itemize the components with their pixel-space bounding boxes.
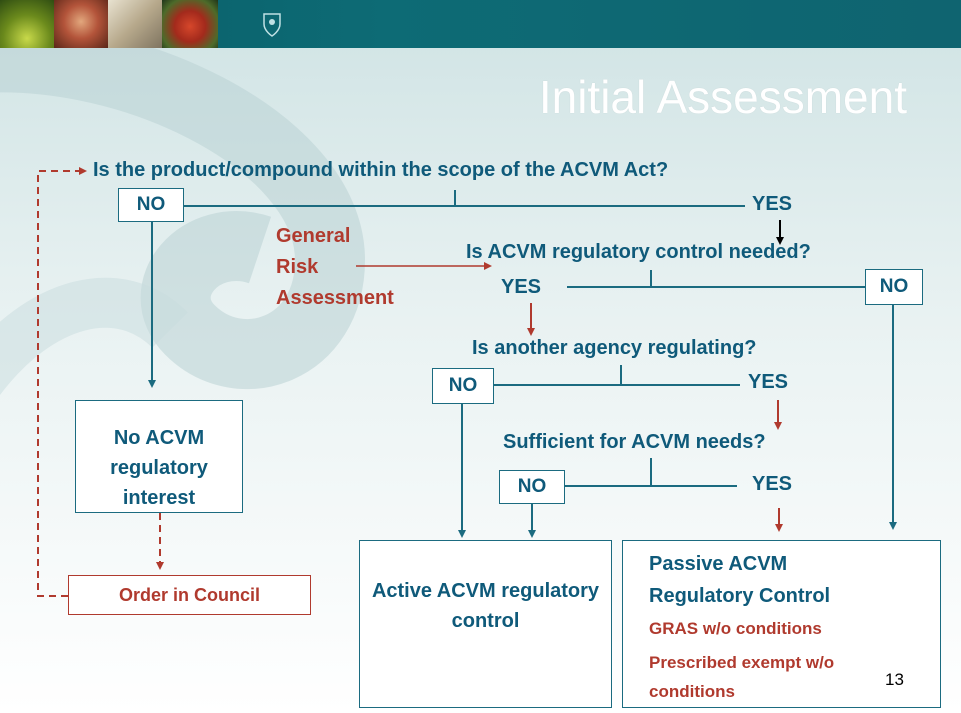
passive-label-line1: Passive ACVM <box>649 553 788 575</box>
active-control-box: Active ACVM regulatory control <box>359 540 612 708</box>
kiwifruit-photo <box>0 0 54 48</box>
risk-label-line1: General <box>276 225 351 247</box>
page-number: 13 <box>885 670 904 689</box>
q3-no-box: NO <box>432 368 494 404</box>
documents-photo <box>108 0 162 48</box>
q2-no-box: NO <box>865 269 923 305</box>
order-in-council-box: Order in Council <box>68 575 311 615</box>
q1-no-label: NO <box>136 194 166 215</box>
question-control-needed: Is ACVM regulatory control needed? <box>466 241 811 263</box>
passive-label-line2: Regulatory Control <box>649 585 831 607</box>
passive-gras-label: GRAS w/o conditions <box>649 619 822 638</box>
order-in-council-label: Order in Council <box>118 585 260 605</box>
child-photo <box>54 0 108 48</box>
q2-yes-label: YES <box>501 276 542 298</box>
q4-no-label: NO <box>517 476 547 497</box>
q1-yes-label: YES <box>752 193 793 215</box>
q2-no-label: NO <box>879 276 909 297</box>
q4-yes-label: YES <box>752 473 793 495</box>
header-bar <box>0 0 961 48</box>
q3-yes-label: YES <box>748 371 789 393</box>
crest-icon <box>260 10 284 38</box>
q4-no-box: NO <box>499 470 565 504</box>
q1-no-box: NO <box>118 188 184 222</box>
food-photo <box>162 0 218 48</box>
active-control-label: Active ACVM regulatory control <box>371 580 600 632</box>
no-interest-box: No ACVM regulatory interest <box>75 400 243 513</box>
q3-no-label: NO <box>448 375 478 396</box>
question-other-agency: Is another agency regulating? <box>472 337 757 359</box>
risk-label-line2: Risk <box>276 256 319 278</box>
slide-title: Initial Assessment <box>538 71 907 123</box>
question-sufficient: Sufficient for ACVM needs? <box>503 431 766 453</box>
no-interest-label: No ACVM regulatory interest <box>110 427 208 509</box>
question-scope: Is the product/compound within the scope… <box>93 159 669 181</box>
passive-control-box: Passive ACVM Regulatory Control GRAS w/o… <box>622 540 941 708</box>
risk-label-line3: Assessment <box>276 287 394 309</box>
passive-prescribed-label: Prescribed exempt w/o conditions <box>649 653 835 701</box>
